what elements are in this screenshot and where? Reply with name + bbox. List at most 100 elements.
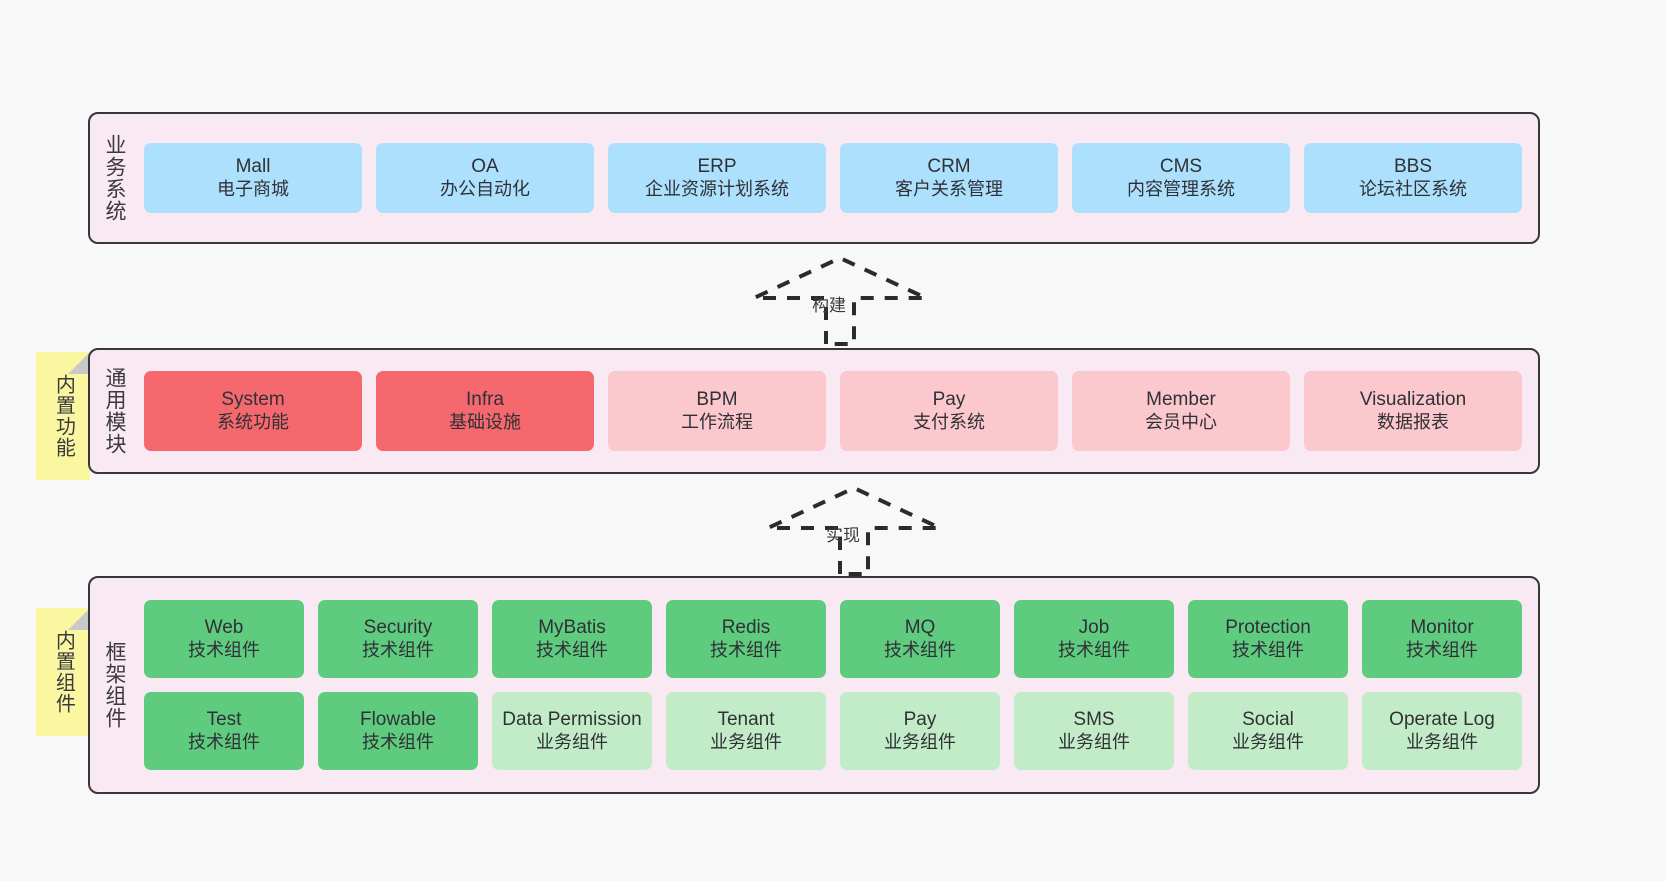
layer-framework-components: 框架组件 Web 技术组件 Security 技术组件 MyBatis 技术组件… <box>88 576 1540 794</box>
node-label-en: Job <box>1078 617 1110 639</box>
node-label-cn: 数据报表 <box>1377 411 1449 432</box>
node-system[interactable]: System 系统功能 <box>144 371 362 451</box>
node-label-en: MQ <box>904 617 936 639</box>
node-protection[interactable]: Protection 技术组件 <box>1188 600 1348 678</box>
node-label-cn: 业务组件 <box>1232 731 1304 752</box>
node-label-cn: 工作流程 <box>681 411 753 432</box>
layer-business-system: 业务系统 Mall 电子商城 OA 办公自动化 ERP 企业资源计划系统 CRM… <box>88 112 1540 244</box>
layer-title-business-system: 业务系统 <box>102 134 126 222</box>
node-pay-component[interactable]: Pay 业务组件 <box>840 692 1000 770</box>
node-label-en: Flowable <box>359 709 437 731</box>
node-tenant[interactable]: Tenant 业务组件 <box>666 692 826 770</box>
node-operate-log[interactable]: Operate Log 业务组件 <box>1362 692 1522 770</box>
node-label-cn: 技术组件 <box>1232 639 1304 660</box>
node-mq[interactable]: MQ 技术组件 <box>840 600 1000 678</box>
node-label-cn: 基础设施 <box>449 411 521 432</box>
node-label-en: Data Permission <box>502 709 642 731</box>
layer-body-business-system: Mall 电子商城 OA 办公自动化 ERP 企业资源计划系统 CRM 客户关系… <box>138 114 1538 242</box>
node-label-cn: 业务组件 <box>710 731 782 752</box>
node-label-en: Security <box>363 617 433 639</box>
node-label-en: Tenant <box>717 709 775 731</box>
node-label-cn: 技术组件 <box>536 639 608 660</box>
layer-common-modules: 通用模块 System 系统功能 Infra 基础设施 BPM 工作流程 Pay… <box>88 348 1540 474</box>
node-member[interactable]: Member 会员中心 <box>1072 371 1290 451</box>
node-label-en: ERP <box>697 156 737 178</box>
node-label-en: System <box>221 389 285 411</box>
node-label-en: BBS <box>1393 156 1433 178</box>
node-label-en: Pay <box>903 709 937 731</box>
node-label-en: Test <box>206 709 242 731</box>
node-label-cn: 电子商城 <box>217 178 289 199</box>
node-label-en: Infra <box>465 389 505 411</box>
note-label: 内置功能 <box>52 374 75 458</box>
node-label-en: Monitor <box>1410 617 1474 639</box>
node-mybatis[interactable]: MyBatis 技术组件 <box>492 600 652 678</box>
node-label-cn: 企业资源计划系统 <box>645 178 789 199</box>
node-label-cn: 技术组件 <box>188 731 260 752</box>
node-cms[interactable]: CMS 内容管理系统 <box>1072 143 1290 213</box>
node-label-en: OA <box>471 156 499 178</box>
node-label-cn: 支付系统 <box>913 411 985 432</box>
connector-build-arrow <box>753 256 927 346</box>
node-bpm[interactable]: BPM 工作流程 <box>608 371 826 451</box>
node-label-cn: 业务组件 <box>884 731 956 752</box>
layer-title-common-modules: 通用模块 <box>102 367 126 455</box>
connector-implement-arrow <box>767 486 941 576</box>
connector-label-build: 构建 <box>812 296 846 315</box>
node-test[interactable]: Test 技术组件 <box>144 692 304 770</box>
node-label-cn: 论坛社区系统 <box>1359 178 1467 199</box>
node-label-cn: 会员中心 <box>1145 411 1217 432</box>
node-label-cn: 业务组件 <box>536 731 608 752</box>
node-label-en: CRM <box>927 156 971 178</box>
node-label-cn: 业务组件 <box>1406 731 1478 752</box>
node-row: Mall 电子商城 OA 办公自动化 ERP 企业资源计划系统 CRM 客户关系… <box>144 143 1522 213</box>
layer-body-framework-components: Web 技术组件 Security 技术组件 MyBatis 技术组件 Redi… <box>138 578 1538 792</box>
node-label-en: Protection <box>1225 617 1311 639</box>
node-label-cn: 业务组件 <box>1058 731 1130 752</box>
layer-title-framework-components: 框架组件 <box>102 641 126 729</box>
node-job[interactable]: Job 技术组件 <box>1014 600 1174 678</box>
node-label-cn: 技术组件 <box>362 731 434 752</box>
node-label-en: Mall <box>235 156 271 178</box>
node-label-cn: 技术组件 <box>1058 639 1130 660</box>
node-crm[interactable]: CRM 客户关系管理 <box>840 143 1058 213</box>
node-label-en: Member <box>1146 389 1216 411</box>
node-social[interactable]: Social 业务组件 <box>1188 692 1348 770</box>
node-label-en: Visualization <box>1359 389 1467 411</box>
note-builtin-function: 内置功能 <box>36 352 90 480</box>
node-row: Web 技术组件 Security 技术组件 MyBatis 技术组件 Redi… <box>144 600 1522 678</box>
node-row: System 系统功能 Infra 基础设施 BPM 工作流程 Pay 支付系统… <box>144 371 1522 451</box>
node-monitor[interactable]: Monitor 技术组件 <box>1362 600 1522 678</box>
node-data-permission[interactable]: Data Permission 业务组件 <box>492 692 652 770</box>
node-label-cn: 客户关系管理 <box>895 178 1003 199</box>
node-mall[interactable]: Mall 电子商城 <box>144 143 362 213</box>
node-label-en: SMS <box>1073 709 1115 731</box>
node-label-en: Pay <box>932 389 966 411</box>
node-label-cn: 技术组件 <box>1406 639 1478 660</box>
node-label-en: Web <box>204 617 244 639</box>
node-oa[interactable]: OA 办公自动化 <box>376 143 594 213</box>
node-label-cn: 技术组件 <box>710 639 782 660</box>
node-label-cn: 办公自动化 <box>440 178 530 199</box>
node-label-cn: 内容管理系统 <box>1127 178 1235 199</box>
node-security[interactable]: Security 技术组件 <box>318 600 478 678</box>
node-label-en: Redis <box>721 617 771 639</box>
node-label-en: CMS <box>1159 156 1203 178</box>
node-label-en: Social <box>1242 709 1294 731</box>
node-label-cn: 技术组件 <box>188 639 260 660</box>
node-visualization[interactable]: Visualization 数据报表 <box>1304 371 1522 451</box>
node-sms[interactable]: SMS 业务组件 <box>1014 692 1174 770</box>
node-flowable[interactable]: Flowable 技术组件 <box>318 692 478 770</box>
node-row: Test 技术组件 Flowable 技术组件 Data Permission … <box>144 692 1522 770</box>
node-label-en: MyBatis <box>538 617 606 639</box>
note-builtin-component: 内置组件 <box>36 608 90 736</box>
node-infra[interactable]: Infra 基础设施 <box>376 371 594 451</box>
node-bbs[interactable]: BBS 论坛社区系统 <box>1304 143 1522 213</box>
note-label: 内置组件 <box>52 630 75 714</box>
node-erp[interactable]: ERP 企业资源计划系统 <box>608 143 826 213</box>
node-web[interactable]: Web 技术组件 <box>144 600 304 678</box>
node-label-cn: 技术组件 <box>884 639 956 660</box>
layer-body-common-modules: System 系统功能 Infra 基础设施 BPM 工作流程 Pay 支付系统… <box>138 350 1538 472</box>
node-pay-module[interactable]: Pay 支付系统 <box>840 371 1058 451</box>
node-redis[interactable]: Redis 技术组件 <box>666 600 826 678</box>
